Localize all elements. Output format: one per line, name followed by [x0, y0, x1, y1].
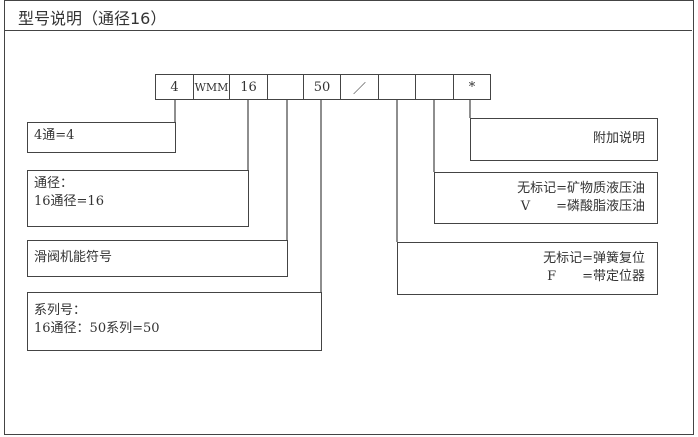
- fluid-line-2: V =磷酸脂液压油: [520, 199, 645, 214]
- outer-frame: [4, 0, 694, 435]
- series-box: 系列号： 16通径：50系列=50: [27, 292, 322, 351]
- ports-box: 4通=4: [27, 122, 176, 153]
- code-cell-size: 16: [229, 74, 268, 100]
- code-cell-fluid: [415, 74, 454, 100]
- size-box: 通径： 16通径=16: [27, 170, 249, 227]
- reset-line-1: 无标记=弹簧复位: [543, 251, 645, 266]
- fluid-box: 无标记=矿物质液压油 V =磷酸脂液压油: [434, 172, 658, 224]
- series-value: 16通径：50系列=50: [34, 321, 160, 336]
- spool-text: 滑阀机能符号: [34, 250, 113, 265]
- spool-box: 滑阀机能符号: [27, 240, 288, 277]
- code-cell-ports: 4: [155, 74, 194, 100]
- ports-text: 4通=4: [34, 128, 75, 143]
- page-title: 型号说明（通径16）: [18, 9, 167, 28]
- code-cell-reset: [378, 74, 416, 100]
- size-value: 16通径=16: [34, 194, 104, 209]
- extra-text: 附加说明: [592, 131, 645, 146]
- fluid-line-1: 无标记=矿物质液压油: [517, 181, 645, 196]
- title-bar: 型号说明（通径16）: [4, 0, 692, 31]
- code-cell-slash: ／: [340, 74, 379, 100]
- reset-line-2: F =带定位器: [547, 269, 645, 284]
- reset-box: 无标记=弹簧复位 F =带定位器: [397, 242, 658, 295]
- series-label: 系列号：: [34, 303, 87, 318]
- code-cell-type: WMM: [193, 74, 230, 100]
- code-cell-extra: *: [453, 74, 491, 100]
- code-cell-spool: [267, 74, 304, 100]
- size-label: 通径：: [34, 176, 74, 191]
- extra-box: 附加说明: [470, 118, 658, 161]
- code-cell-series: 50: [303, 74, 341, 100]
